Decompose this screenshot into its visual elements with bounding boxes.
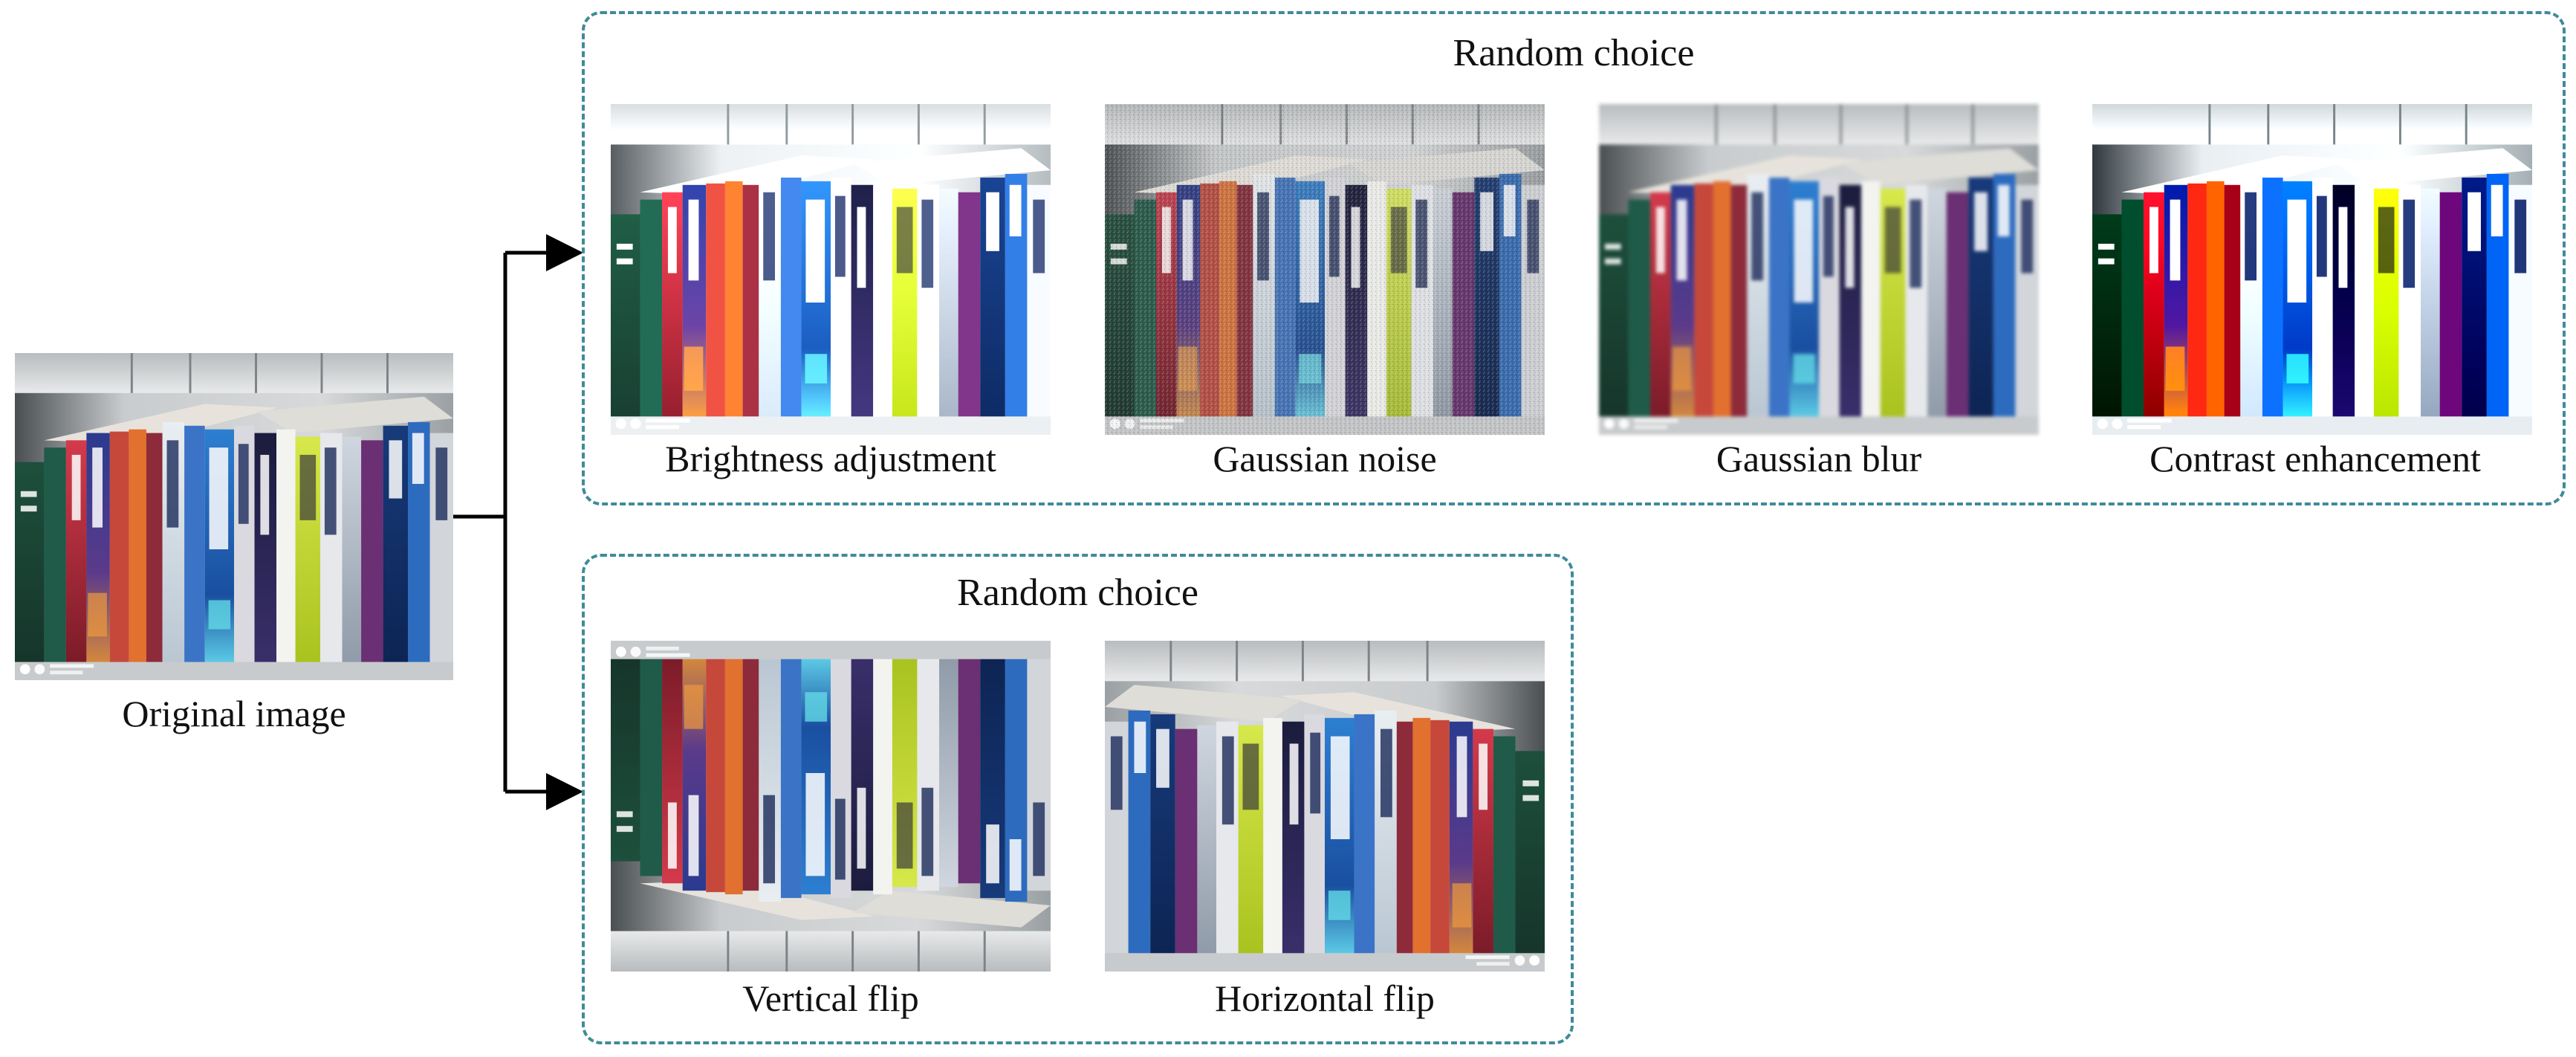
top-group-title: Random choice: [1453, 32, 1695, 74]
contrast-enhancement-label: Contrast enhancement: [2150, 438, 2481, 479]
gaussian-noise-image: [1105, 104, 1545, 435]
vertical-flip-label: Vertical flip: [742, 977, 919, 1019]
horizontal-flip-label: Horizontal flip: [1215, 977, 1435, 1019]
gaussian-blur-image: [1599, 104, 2039, 435]
bottom-group-title: Random choice: [957, 572, 1198, 614]
contrast-enhancement-image: [2092, 104, 2532, 435]
gaussian-blur-label: Gaussian blur: [1716, 438, 1922, 479]
brightness-adjustment-label: Brightness adjustment: [665, 438, 996, 479]
gaussian-noise-label: Gaussian noise: [1213, 438, 1437, 479]
brightness-adjustment-image: [611, 104, 1051, 435]
top-augmentation-group: [582, 11, 2566, 505]
vertical-flip-image: [611, 641, 1051, 972]
horizontal-flip-image: [1105, 641, 1545, 972]
original-image-label: Original image: [122, 693, 346, 734]
bottom-augmentation-group: [582, 554, 1574, 1044]
